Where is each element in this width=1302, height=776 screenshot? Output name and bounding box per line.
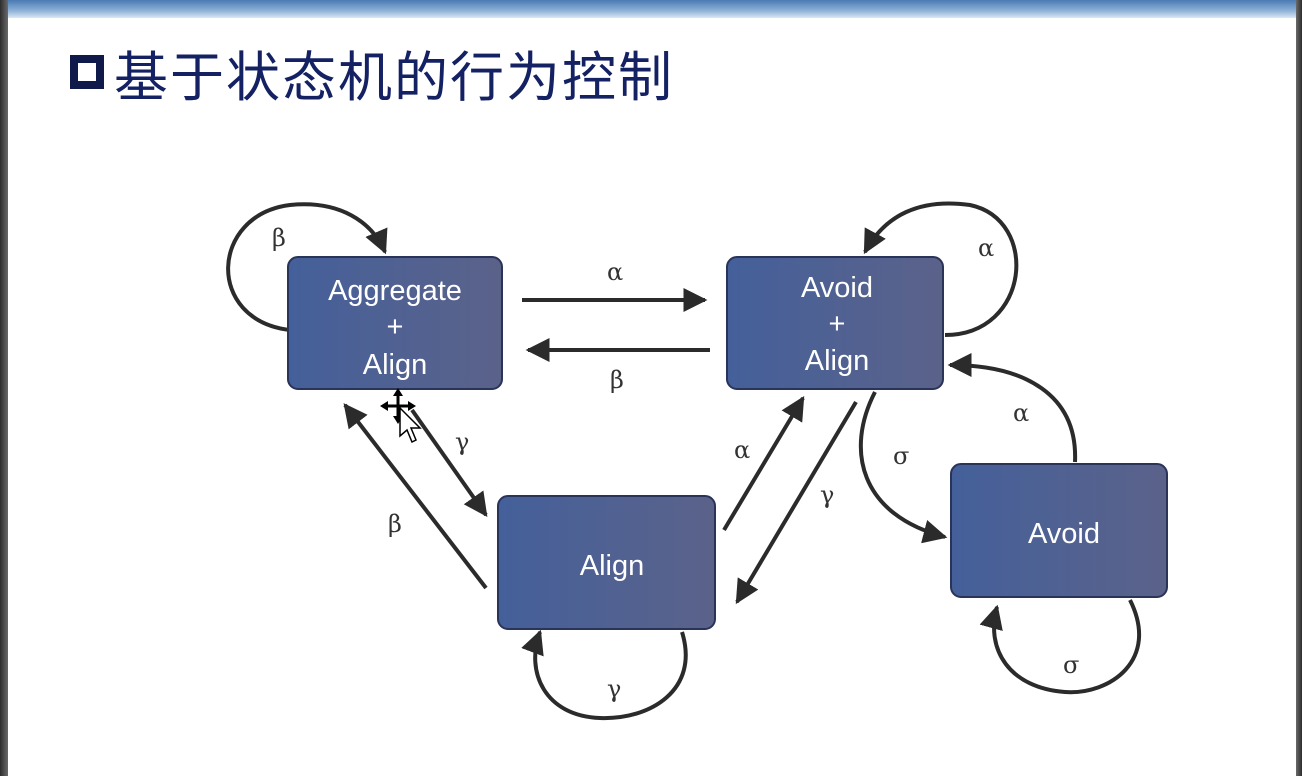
state-align: Align [497, 495, 716, 630]
label-avoidalign-to-align: γ [820, 481, 834, 509]
label-align-to-avoidalign: α [734, 436, 750, 464]
state-aggregate-align-line2: + [387, 311, 404, 343]
label-align-to-aggregate: β [388, 510, 402, 538]
transition-avoidalign-to-align [735, 400, 858, 605]
state-avoid: Avoid [950, 463, 1168, 598]
state-avoid-align-line3: Align [805, 345, 870, 377]
transition-avoid-self [979, 599, 1142, 695]
move-cursor-icon [380, 388, 422, 444]
label-avoid-to-avoidalign: α [1013, 399, 1029, 427]
slide-top-band [0, 0, 1302, 18]
state-aggregate-align-line3: Align [363, 349, 428, 381]
transition-align-to-aggregate [343, 403, 488, 590]
label-avoid-self: σ [1063, 651, 1079, 679]
state-avoid-label: Avoid [1028, 518, 1100, 550]
label-avoidalign-self: α [978, 234, 994, 262]
slide-title-text: 基于状态机的行为控制 [114, 45, 674, 109]
state-aggregate-align: Aggregate + Align [287, 256, 503, 390]
transition-aggregate-to-align [410, 408, 488, 517]
label-aggregate-to-align: γ [455, 428, 469, 456]
label-align-self: γ [607, 675, 621, 703]
label-aggregate-to-avoidalign: α [607, 258, 623, 286]
transition-align-self [521, 629, 688, 721]
label-aggregate-self: β [272, 224, 286, 252]
state-align-label: Align [580, 550, 645, 582]
window-left-edge [0, 0, 8, 776]
state-avoid-align-line2: + [829, 308, 846, 340]
transition-avoidalign-to-avoid [858, 391, 948, 544]
transition-avoid-to-avoidalign [947, 353, 1078, 463]
state-avoid-align-line1: Avoid [801, 272, 873, 304]
label-avoidalign-to-avoid: σ [893, 442, 909, 470]
square-bullet-icon [70, 55, 104, 89]
transition-aggregate-self [226, 202, 388, 332]
state-avoid-align: Avoid + Align [726, 256, 944, 390]
slide-title: 基于状态机的行为控制 [70, 38, 674, 109]
transition-align-to-avoidalign [722, 395, 805, 532]
transition-avoidalign-self [863, 201, 1019, 337]
label-avoidalign-to-aggregate: β [610, 366, 624, 394]
window-right-edge [1296, 0, 1302, 776]
state-aggregate-align-line1: Aggregate [328, 275, 462, 307]
